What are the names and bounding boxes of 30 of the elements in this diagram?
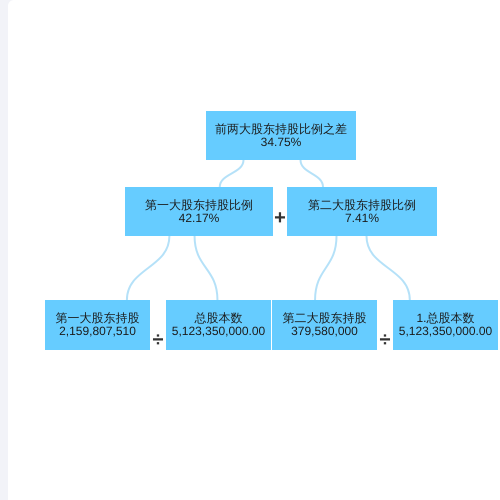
connector-line <box>194 236 218 300</box>
node-title: 前两大股东持股比例之差 <box>215 122 347 136</box>
connector-line <box>314 236 338 300</box>
node-box <box>45 300 150 350</box>
connector-line <box>126 236 170 300</box>
operator-sign: ÷ <box>378 330 392 350</box>
connector-line <box>300 160 324 188</box>
operator-sign: + <box>273 208 287 228</box>
node-title: 第二大股东持股 <box>282 312 366 325</box>
node-value: 379,580,000 <box>291 325 358 338</box>
node-value: 42.17% <box>178 212 220 224</box>
node-value: 5,123,350,000.00 <box>172 325 266 338</box>
operator-sign: ÷ <box>152 330 164 350</box>
node-box <box>393 300 498 350</box>
node-title: 第一大股东持股 <box>56 312 140 325</box>
node-value: 7.41% <box>344 212 380 224</box>
connector-line <box>218 160 244 188</box>
node-title: 1.总股本数 <box>416 312 474 325</box>
connector-line <box>366 236 411 300</box>
node-value: 34.75% <box>260 136 302 148</box>
node-title: 总股本数 <box>194 312 242 325</box>
node-title: 第二大股东持股比例 <box>308 198 416 212</box>
node-box <box>206 111 356 160</box>
node-box <box>125 187 273 236</box>
node-title: 第一大股东持股比例 <box>145 198 253 212</box>
node-value: 5,123,350,000.00 <box>398 325 492 338</box>
node-value: 2,159,807,510 <box>59 325 136 338</box>
node-box <box>166 300 271 350</box>
node-box <box>272 300 377 350</box>
node-box <box>287 187 437 236</box>
